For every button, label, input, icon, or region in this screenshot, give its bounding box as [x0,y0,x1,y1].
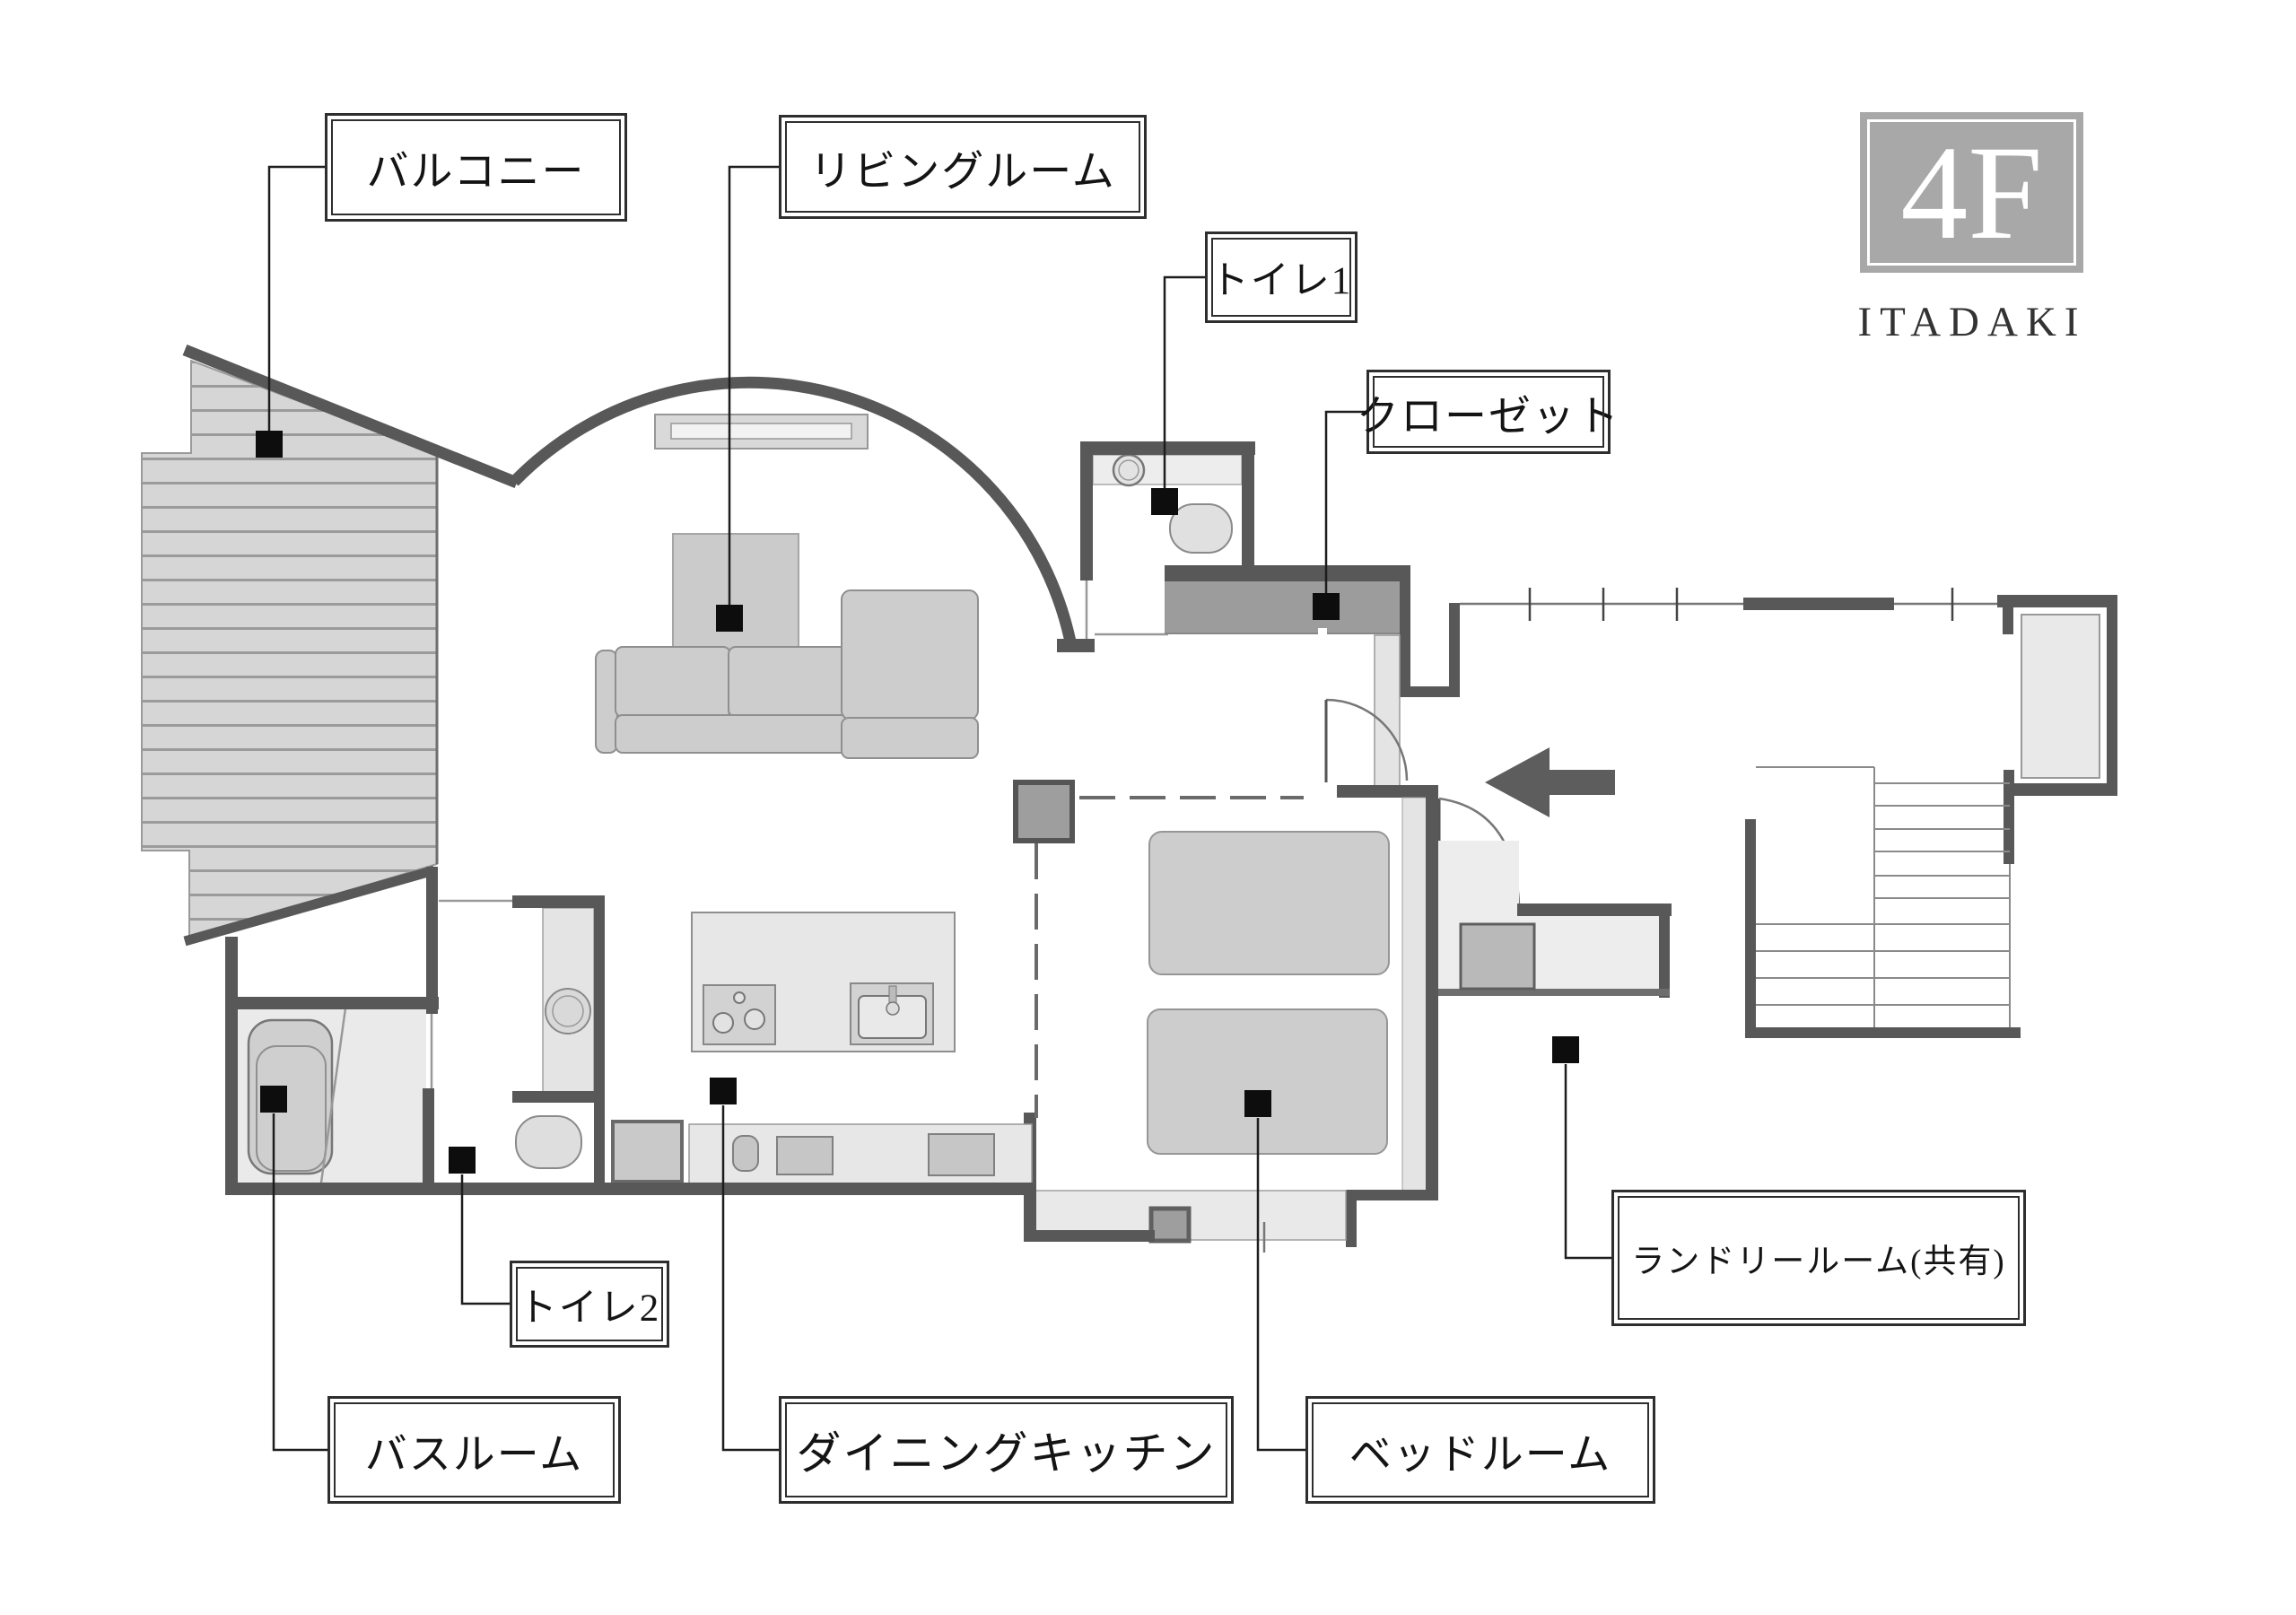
entrance-arrow-icon [1485,747,1615,817]
bedroom-ac-unit [1148,1206,1192,1244]
leader-bathroom [272,1113,327,1452]
entrance-area [1324,698,1615,905]
marker-living-room [716,605,743,632]
south-wall [227,1183,1036,1195]
toilet2-bowl [515,1115,582,1169]
corridor [1460,588,1999,621]
label-dining-kitchen-text: ダイニングキッチン [796,1428,1217,1479]
marker-bedroom [1244,1090,1271,1117]
marker-toilet-2 [449,1147,476,1174]
label-living-room: リビングルーム [779,115,1147,219]
toilet1-sink [1112,453,1146,487]
label-toilet-2: トイレ2 [510,1261,669,1348]
label-balcony-text: バルコニー [366,149,586,196]
bedroom-area [1013,780,1438,1253]
balcony-top-wall [182,344,519,489]
toilet1-bowl [1169,503,1233,554]
label-closet-text: クローゼット [1357,393,1620,441]
marker-laundry-room [1552,1036,1579,1063]
marker-bathroom [260,1086,287,1113]
sofa [595,589,979,759]
floor-badge-text: 4F [1900,118,2043,267]
balcony-area [141,344,519,947]
bed-2 [1147,1008,1388,1155]
label-living-room-text: リビングルーム [809,148,1116,196]
label-bathroom: バスルーム [327,1396,621,1504]
leader-closet [1324,410,1366,594]
toilet2-room [439,895,605,1195]
leader-laundry-room [1564,1064,1611,1260]
stairwell [1745,766,2021,1038]
label-bedroom-text: ベッドルーム [1349,1431,1612,1479]
microwave [776,1136,834,1175]
label-bedroom: ベッドルーム [1305,1396,1655,1504]
bedroom-door-arc [1325,698,1409,781]
leader-toilet-1 [1163,275,1205,489]
label-dining-kitchen: ダイニングキッチン [779,1396,1234,1504]
label-toilet-1-text: トイレ1 [1209,260,1353,302]
label-closet: クローゼット [1357,370,1619,454]
elevator-alcove [1997,595,2117,864]
leader-balcony [267,165,325,432]
leader-bedroom [1256,1118,1305,1452]
marker-dining-kitchen [710,1078,737,1104]
counter-appliance [928,1133,995,1176]
label-bathroom-text: バスルーム [364,1431,584,1479]
column [1013,780,1075,843]
label-toilet-2-text: トイレ2 [518,1287,661,1330]
marker-balcony [256,431,283,458]
living-arched-wall [510,376,1078,652]
label-laundry-room: ランドリールーム(共有) [1611,1190,2026,1326]
leader-toilet-2 [460,1174,510,1305]
label-leaders [256,165,1611,1452]
label-balcony: バルコニー [325,113,627,222]
label-laundry-room-text: ランドリールーム(共有) [1631,1244,2006,1280]
bedroom-hall-wall-strip [1401,797,1428,1196]
toilet1-room [1057,441,1255,652]
living-room-area [510,376,1168,759]
label-toilet-1: トイレ1 [1205,231,1358,323]
shower-partition [319,1008,347,1183]
bathtub [247,1018,334,1175]
closet-body [1165,581,1400,633]
leader-dining-kitchen [721,1105,779,1452]
rice-cooker [732,1135,759,1172]
marker-toilet-1 [1151,488,1178,515]
doorway-strip [1374,634,1401,788]
building-name: ITADAKI [1857,299,2087,345]
bed-1 [1148,831,1390,975]
elevator-shaft [2021,614,2100,779]
laundry-room-area [1437,841,1672,998]
leader-living-room [728,165,779,606]
tv-screen [670,423,852,440]
washing-machine [1459,922,1536,991]
refrigerator [611,1120,684,1183]
floor-badge: 4F [1860,112,2083,273]
marker-closet [1313,593,1340,620]
balcony-bottom-wall [183,865,436,947]
closet-area [1165,565,1460,788]
